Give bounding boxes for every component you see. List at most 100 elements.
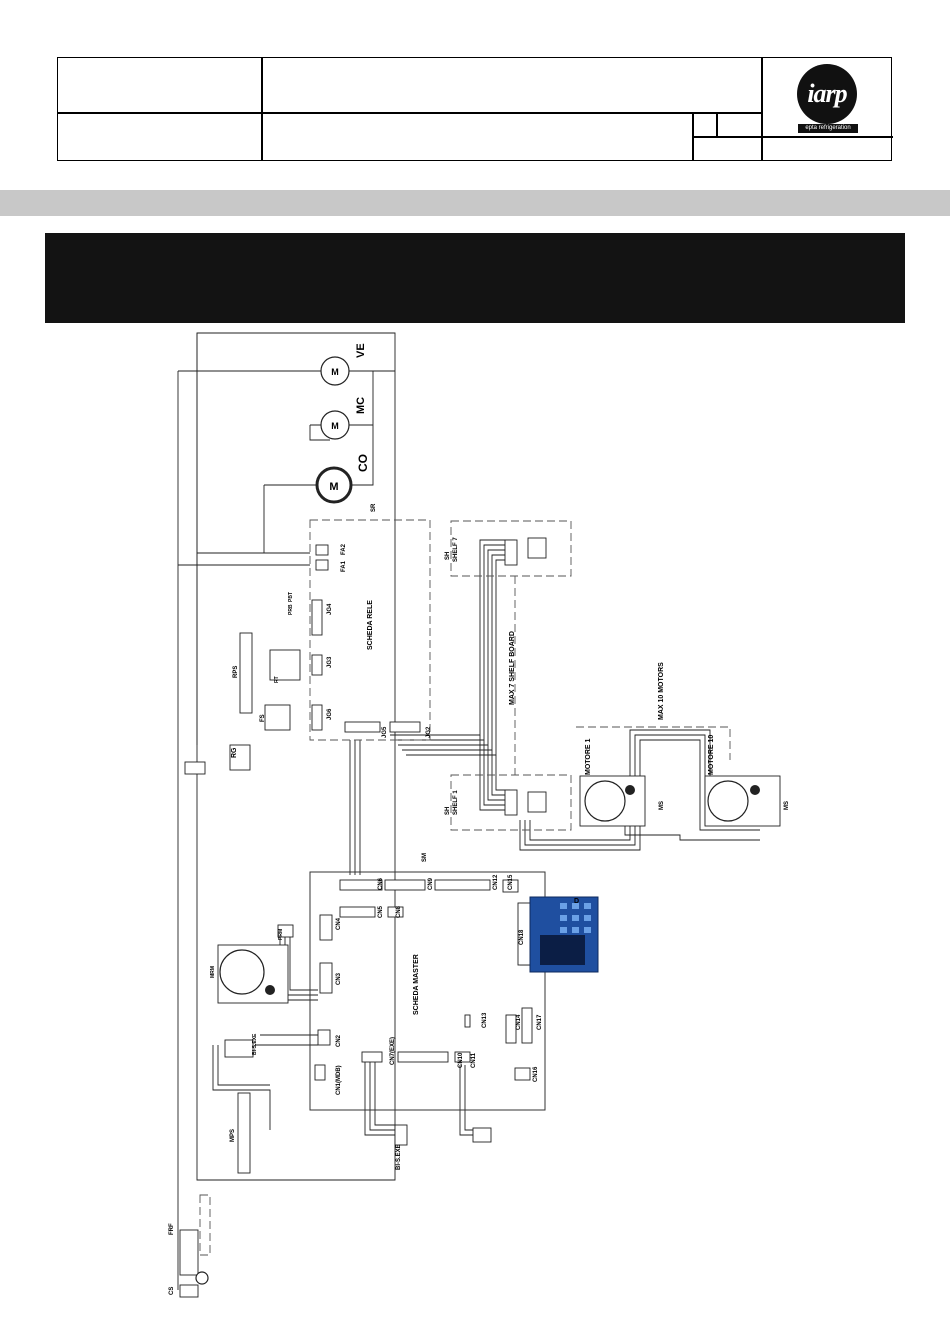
cn10-connector [397, 1051, 449, 1063]
wire [464, 1065, 490, 1131]
label-bi-s-exe: BI-S.EXE [396, 1144, 402, 1170]
motor-mc-icon [320, 410, 350, 440]
bus [519, 739, 760, 851]
gray-band [0, 190, 950, 216]
cn14-connector [505, 1014, 517, 1044]
jg3-connector [311, 654, 323, 676]
bus [406, 559, 515, 756]
wire [374, 1060, 395, 1126]
label-max7: MAX 7 SHELF BOARD [509, 631, 516, 705]
label-shelf7: SHELF 7 [453, 537, 459, 562]
label-fa1: FA1 [341, 560, 347, 572]
bus [483, 740, 510, 806]
label-mps: MPS [230, 1129, 236, 1142]
cn4-connector [319, 914, 333, 941]
motore10-drum-icon [707, 780, 749, 822]
bus [487, 745, 510, 801]
jg5-connector [344, 721, 381, 733]
motore1-drum-icon [584, 780, 626, 822]
motor-symbol: M [331, 367, 339, 377]
cs-plug [179, 1284, 199, 1298]
label-cn9: CN9 [428, 877, 434, 890]
mrm-drum-icon [219, 949, 265, 995]
cn12-connector [434, 879, 491, 891]
label-ve: VE [355, 343, 367, 358]
title-divider [261, 58, 263, 160]
cn8-connector [387, 906, 404, 918]
label-cn6: CN6 [378, 877, 384, 890]
title-divider [692, 136, 762, 138]
label-cn3: CN3 [336, 972, 342, 985]
title-divider [716, 112, 718, 136]
bus [495, 755, 510, 791]
label-sh1: SH [445, 807, 451, 815]
label-mrm: MRM [210, 966, 216, 978]
label-jg3: JG3 [327, 656, 333, 668]
cn16-connector [514, 1067, 531, 1081]
wire [309, 425, 330, 441]
cn15-connector [502, 879, 519, 893]
label-frf: FRF [169, 1223, 175, 1235]
bus [390, 539, 515, 736]
motor-ve-icon [320, 356, 350, 386]
label-co: CO [356, 454, 370, 472]
cn2-connector [317, 1029, 331, 1046]
mps-component [237, 1092, 251, 1174]
label-jg4: JG4 [327, 603, 333, 615]
bus [398, 549, 515, 746]
label-prm: PRM [278, 929, 284, 940]
motor-co-icon [315, 466, 353, 504]
label-cn11: CN11 [471, 1052, 477, 1068]
shelf7-outline [450, 520, 572, 577]
label-motore10: MOTORE 10 [708, 735, 715, 775]
bus [491, 750, 510, 796]
cn11-connector [454, 1051, 471, 1063]
label-bi-s-exe-top: BI-S.EXE [252, 1033, 258, 1055]
label-cn14: CN14 [516, 1014, 522, 1030]
cn17-connector [521, 1007, 533, 1044]
label-scheda-rele: SCHEDA RELE [367, 600, 374, 650]
jg2-connector [389, 721, 421, 733]
label-jg2: JG2 [426, 726, 432, 738]
cn7-connector [361, 1051, 383, 1063]
rg-component [229, 744, 251, 771]
label-ms1: MS [659, 801, 665, 810]
rt-component [269, 649, 301, 681]
label-rps: RPS [233, 666, 239, 678]
black-band [45, 233, 905, 323]
gear-icon [750, 785, 760, 795]
label-cn15: CN15 [508, 874, 514, 890]
gear-icon [265, 985, 275, 995]
shelf1-jg5-connector [504, 789, 518, 816]
display-screen [540, 935, 585, 965]
label-cn16: CN16 [533, 1066, 539, 1082]
wire [289, 925, 318, 991]
title-divider [761, 136, 893, 138]
wire [217, 1045, 270, 1086]
sep-component [472, 1127, 492, 1143]
frf-filter [179, 1229, 199, 1276]
rps-component [239, 632, 253, 714]
iarp-logo: iarp [797, 64, 857, 124]
power-rail-loop [196, 332, 396, 1181]
motor-bus-outline [576, 726, 731, 760]
label-cn10: CN10 [458, 1052, 464, 1068]
wire [364, 1060, 395, 1136]
fa2-connector [315, 559, 329, 571]
label-sh7: SH [445, 552, 451, 560]
motor-symbol: M [329, 481, 338, 493]
wire [212, 1045, 271, 1130]
frf-outline [199, 1194, 211, 1256]
shelf7-jg6-connector [527, 537, 547, 559]
wire [369, 1060, 395, 1131]
logo-subtext: epta refrigeration [798, 124, 858, 133]
label-cn5: CN5 [378, 905, 384, 918]
bi-s-exe-plug [394, 1124, 408, 1146]
jg4-connector [311, 599, 323, 636]
label-rt: RT [274, 676, 280, 683]
display-keys [560, 903, 591, 933]
bus [479, 735, 510, 811]
label-cn7: CN7(EXE) [390, 1037, 396, 1065]
label-cs: CS [169, 1287, 175, 1295]
